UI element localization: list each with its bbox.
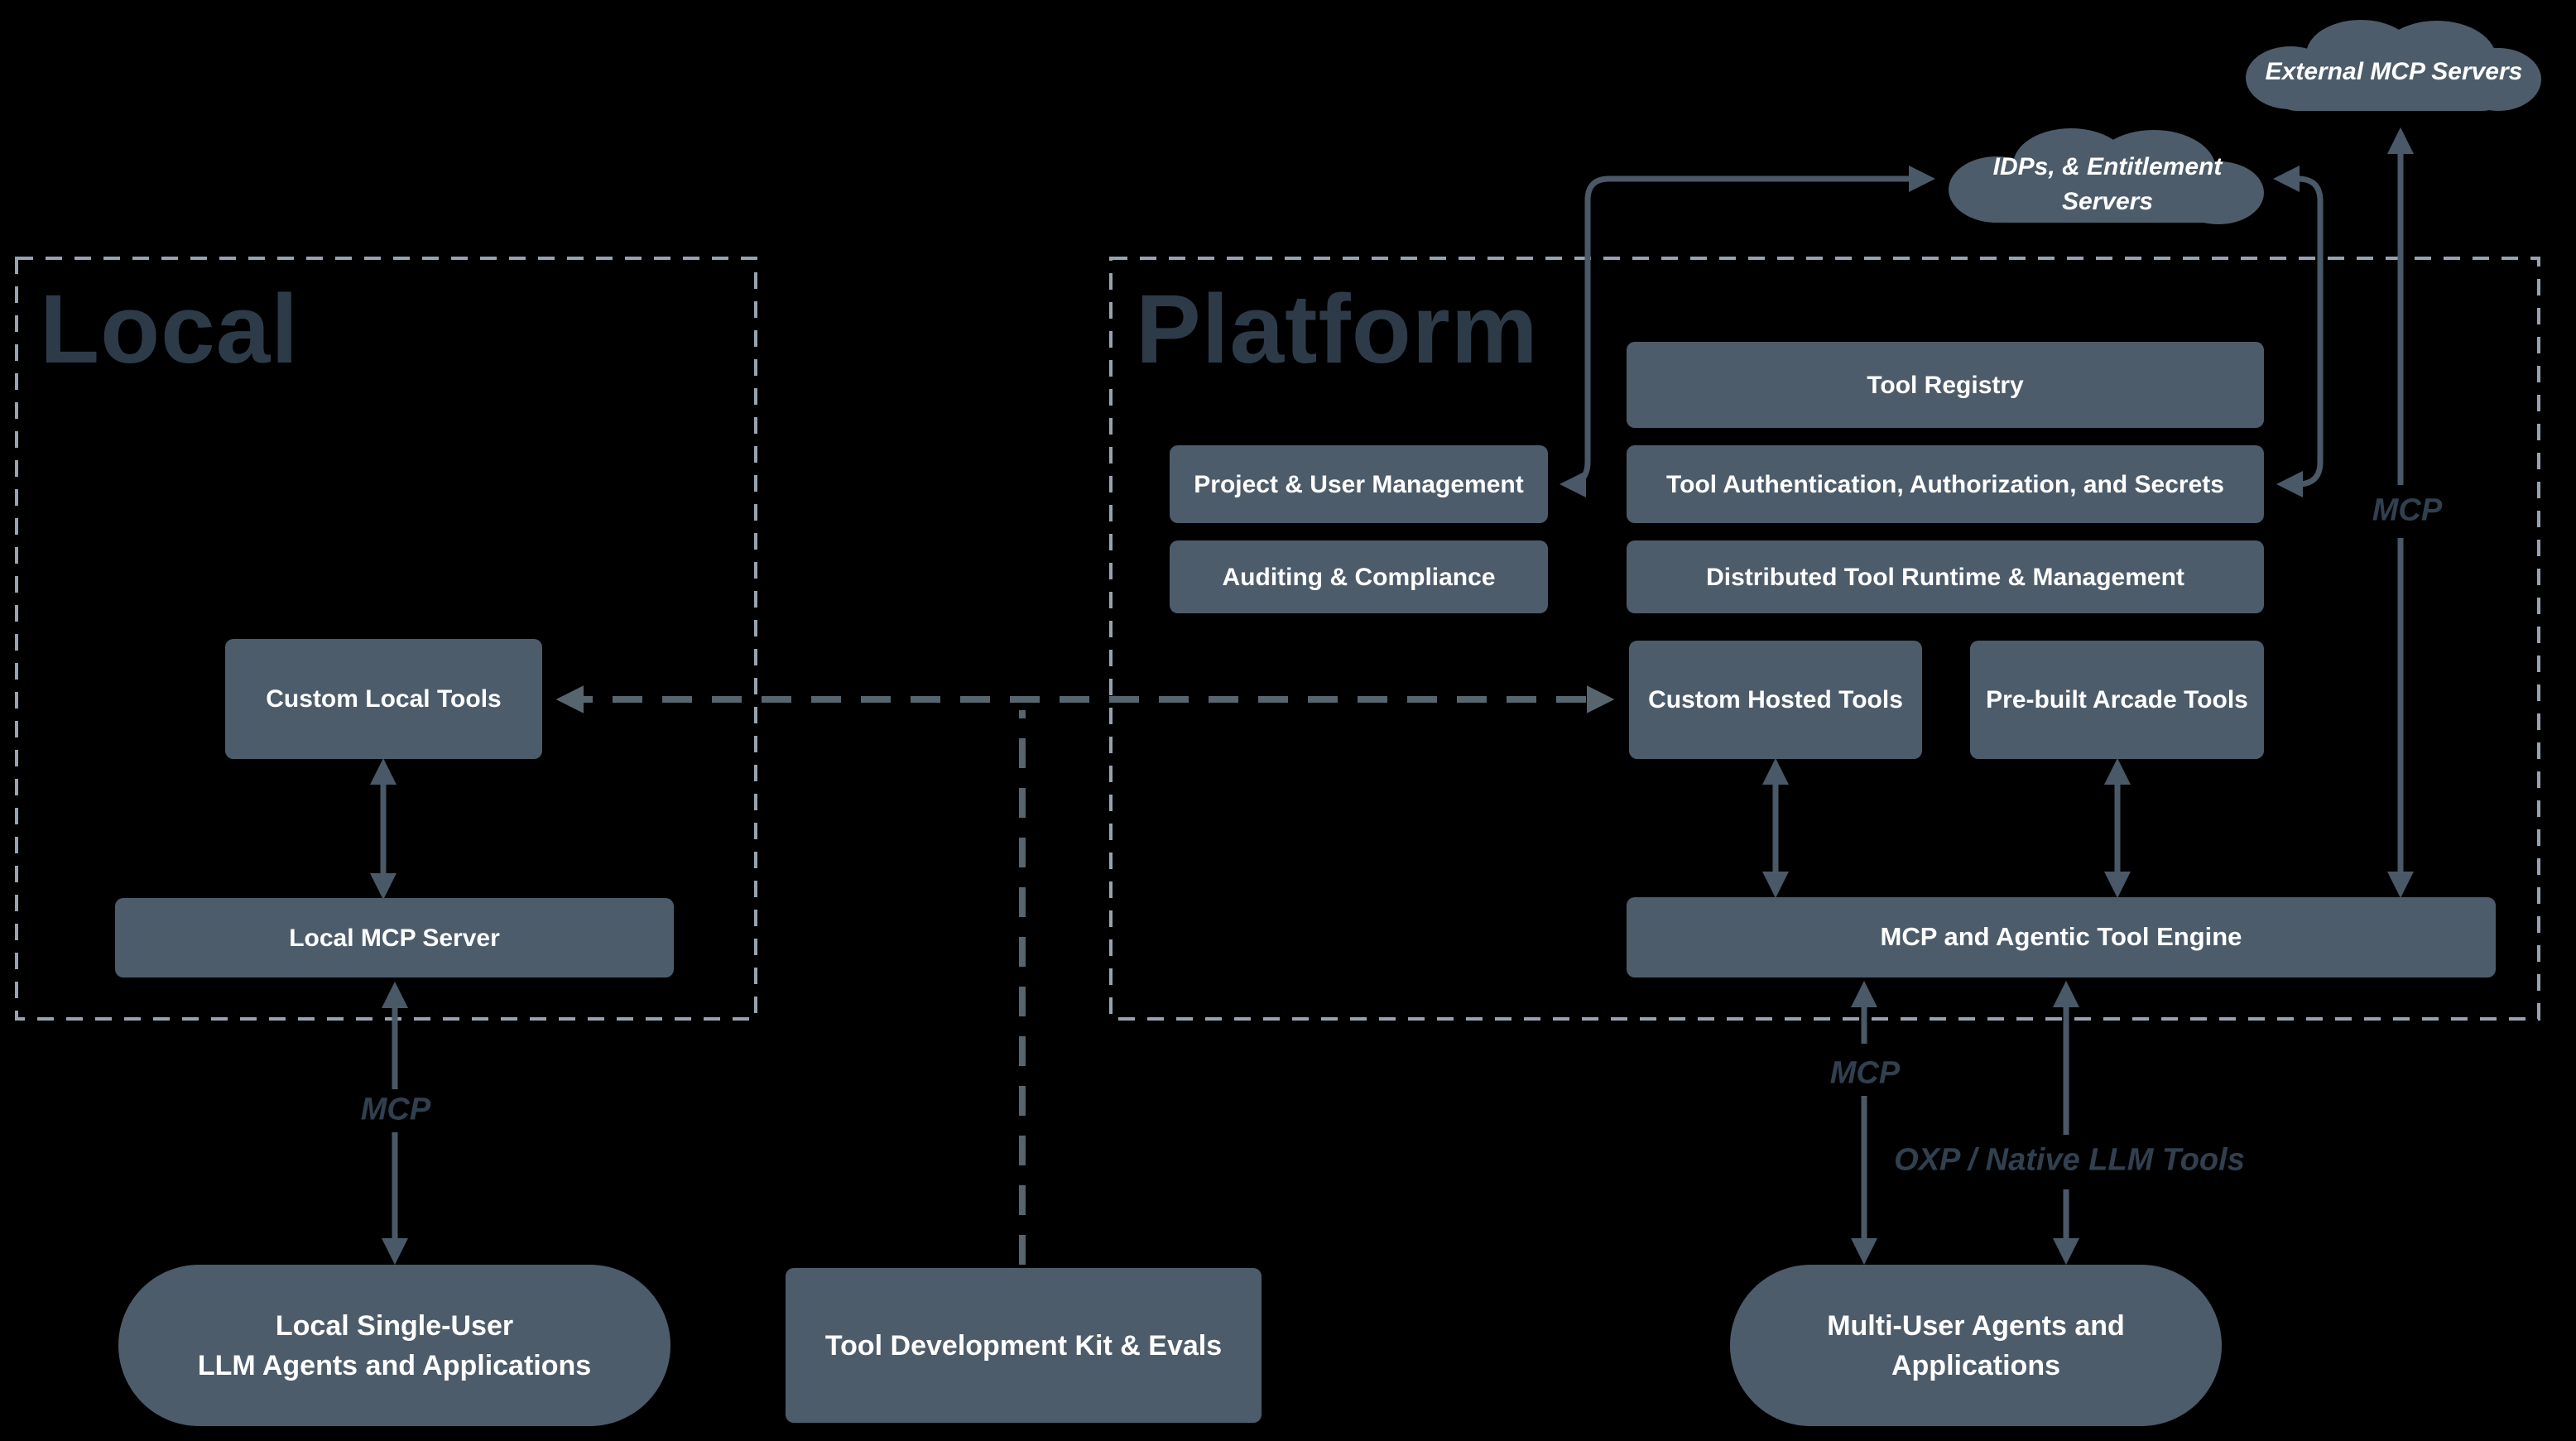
- edge-label-mcp-local: MCP: [360, 1092, 431, 1127]
- terminal-label-line1: Multi-User Agents and: [1827, 1309, 2125, 1342]
- cloud-shape: [2246, 20, 2541, 111]
- node-auditing-compliance: Auditing & Compliance: [1170, 540, 1548, 613]
- terminal-tool-dev-kit: Tool Development Kit & Evals: [786, 1268, 1262, 1423]
- platform-region-title: Platform: [1136, 275, 1539, 384]
- node-distributed-runtime: Distributed Tool Runtime & Management: [1627, 540, 2264, 613]
- node-tool-registry: Tool Registry: [1627, 342, 2264, 428]
- terminal-label-line2: LLM Agents and Applications: [197, 1349, 592, 1381]
- node-tool-authentication: Tool Authentication, Authorization, and …: [1627, 445, 2264, 523]
- terminal-label-line2: Applications: [1891, 1349, 2061, 1381]
- node-local-mcp-server: Local MCP Server: [115, 898, 674, 977]
- idps-cloud: IDPs, & Entitlement Servers: [1949, 128, 2264, 224]
- arrow-idps-projectmgmt: [1559, 165, 1936, 498]
- edge-label-mcp-multi: MCP: [1829, 1055, 1901, 1091]
- local-region-border: [15, 257, 757, 1021]
- node-project-user-management: Project & User Management: [1170, 445, 1548, 523]
- external-mcp-cloud: External MCP Servers: [2246, 20, 2541, 111]
- node-mcp-agentic-engine: MCP and Agentic Tool Engine: [1627, 897, 2496, 977]
- cloud-shape: [1949, 128, 2264, 224]
- arrow-idps-toolauth: [2272, 165, 2324, 498]
- idps-cloud-label-line1: IDPs, & Entitlement: [1993, 153, 2224, 180]
- platform-region-border: [1109, 257, 2540, 1021]
- terminal-label: Tool Development Kit & Evals: [824, 1329, 1223, 1362]
- node-prebuilt-arcade-tools: Pre-built Arcade Tools: [1970, 641, 2264, 759]
- idps-cloud-label-line2: Servers: [2062, 188, 2153, 215]
- external-mcp-cloud-label: External MCP Servers: [2266, 58, 2523, 85]
- node-custom-local-tools: Custom Local Tools: [225, 639, 542, 759]
- terminal-multi-user-agents: Multi-User Agents and Applications: [1730, 1265, 2222, 1426]
- edge-label-oxp: OXP / Native LLM Tools: [1894, 1142, 2245, 1178]
- terminal-local-single-user: Local Single-User LLM Agents and Applica…: [118, 1265, 670, 1426]
- edge-label-mcp-external: MCP: [2372, 492, 2443, 528]
- node-custom-hosted-tools: Custom Hosted Tools: [1629, 641, 1922, 759]
- terminal-label-line1: Local Single-User: [275, 1309, 514, 1342]
- local-region-title: Local: [40, 275, 300, 384]
